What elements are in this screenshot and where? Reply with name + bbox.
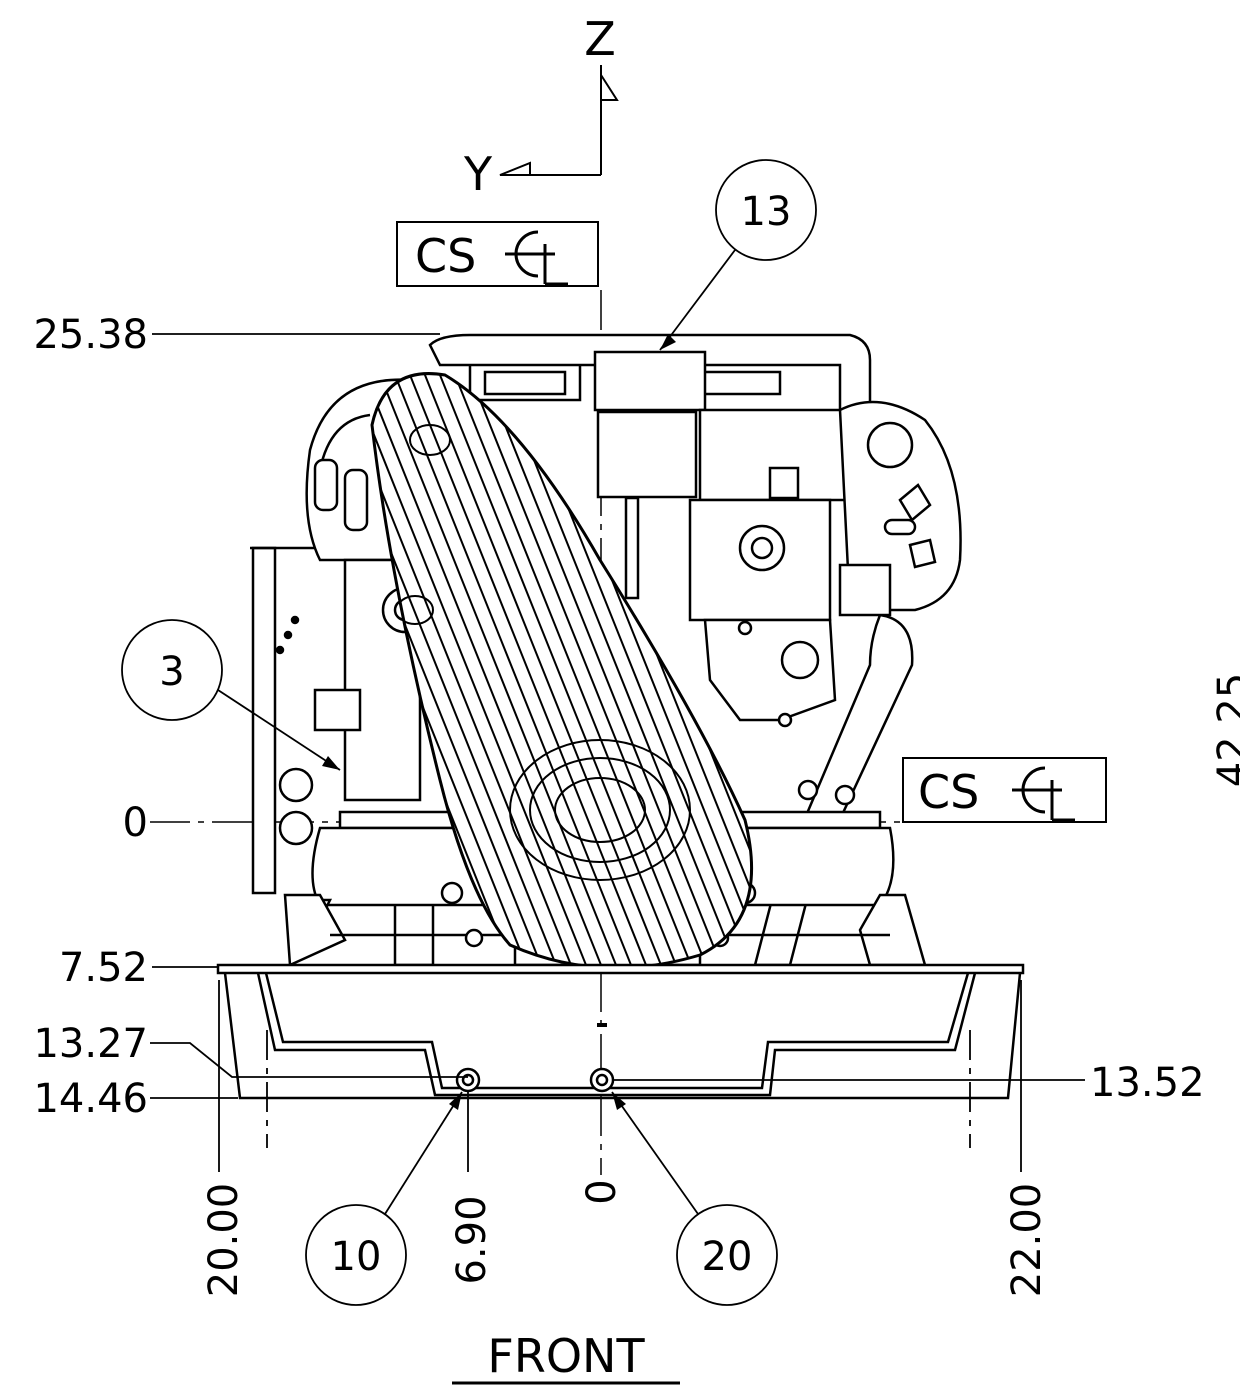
- axis-triad: [499, 65, 619, 176]
- dim-14-46: 14.46: [33, 1076, 148, 1122]
- dim-0-horizontal: 0: [123, 800, 148, 846]
- callout-13: 13: [659, 159, 817, 351]
- svg-text:3: 3: [159, 649, 184, 695]
- view-title: FRONT: [487, 1329, 645, 1383]
- dim-13-27: 13.27: [33, 1021, 148, 1067]
- svg-text:20: 20: [702, 1234, 753, 1280]
- dim-42-25: 42.25: [1210, 673, 1240, 788]
- dim-25-38: 25.38: [33, 312, 148, 358]
- svg-text:CS: CS: [918, 765, 979, 819]
- svg-text:10: 10: [331, 1234, 382, 1280]
- svg-text:CS: CS: [415, 229, 476, 283]
- centerline-symbol: [505, 230, 568, 286]
- dim-7-52: 7.52: [59, 945, 148, 991]
- drip-pan: [216, 963, 1025, 1100]
- dim-13-52: 13.52: [1090, 1060, 1205, 1106]
- y-axis-label: Y: [463, 147, 493, 201]
- callout-20: 20: [611, 1091, 778, 1306]
- centerline-label-top: CS: [396, 221, 599, 287]
- dimension-lines: [150, 333, 1085, 1172]
- dim-6-90: 6.90: [449, 1195, 495, 1284]
- dim-22-00: 22.00: [1004, 1183, 1050, 1298]
- dim-20-00: 20.00: [201, 1183, 247, 1298]
- svg-text:13: 13: [741, 189, 792, 235]
- centerline-symbol: [1012, 766, 1075, 822]
- z-axis-label: Z: [584, 12, 616, 66]
- callout-10: 10: [305, 1091, 463, 1306]
- dim-0-vertical: 0: [579, 1179, 625, 1204]
- callout-3: 3: [121, 619, 341, 771]
- centerline-label-right: CS: [902, 757, 1107, 823]
